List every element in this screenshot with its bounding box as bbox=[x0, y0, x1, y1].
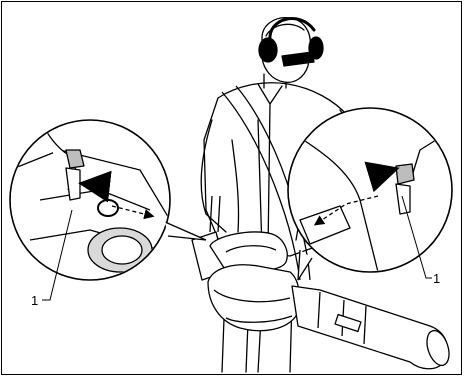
ear-muff-left bbox=[259, 38, 277, 62]
blower-housing bbox=[208, 265, 299, 331]
callout-number-left: 1 bbox=[31, 294, 38, 307]
callout-number-right: 1 bbox=[433, 272, 440, 285]
right-detail-view bbox=[288, 108, 452, 280]
left-detail-view bbox=[10, 120, 206, 290]
blower-nozzle bbox=[292, 286, 448, 369]
